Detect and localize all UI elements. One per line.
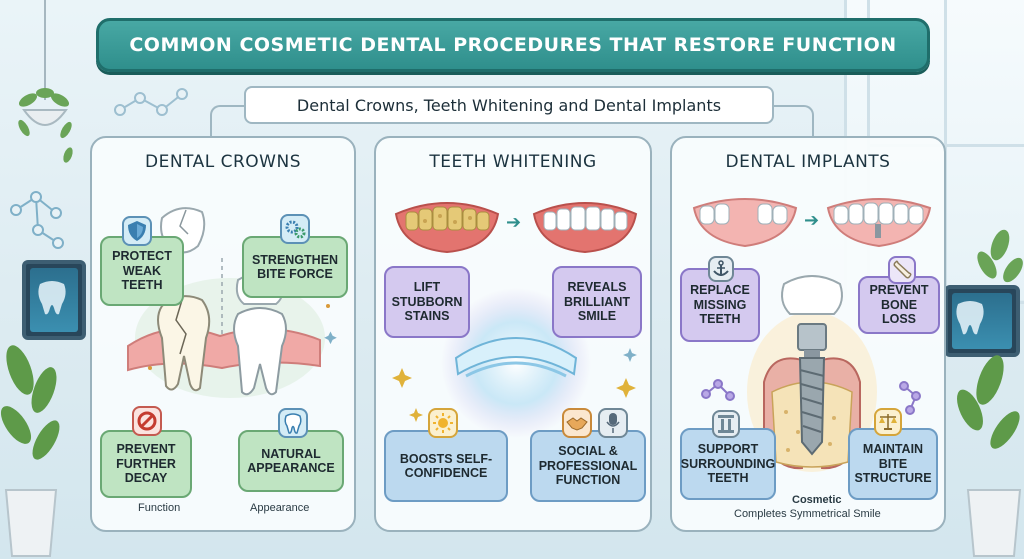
bubble-natural-appearance: NATURAL APPEARANCE <box>238 430 344 492</box>
tooth-icon <box>278 408 308 438</box>
shield-icon <box>122 216 152 246</box>
implant-restored-illustration <box>826 198 932 248</box>
bubble-support-surrounding-teeth: SUPPORT SURROUNDING TEETH <box>680 428 776 500</box>
stained-teeth-illustration <box>394 202 500 254</box>
molecule-decoration-wall <box>10 191 64 249</box>
page-title: COMMON COSMETIC DENTAL PROCEDURES THAT R… <box>129 34 897 56</box>
footer-label-appearance: Appearance <box>250 502 310 514</box>
footer-label-symmetrical-smile: Completes Symmetrical Smile <box>734 508 881 520</box>
background-tooth-right <box>956 301 984 335</box>
title-banner: COMMON COSMETIC DENTAL PROCEDURES THAT R… <box>96 18 930 72</box>
bubble-label: REPLACE MISSING TEETH <box>690 283 750 327</box>
bubble-lift-stubborn-stains: LIFT STUBBORN STAINS <box>384 266 470 338</box>
bubble-label: SUPPORT SURROUNDING TEETH <box>680 442 776 486</box>
footer-label-cosmetic: Cosmetic <box>792 494 842 506</box>
sparkle-icons <box>392 348 637 422</box>
bubble-protect-weak-teeth: PROTECT WEAK TEETH <box>100 236 184 306</box>
arrow-right-icon: ➔ <box>506 212 522 233</box>
scales-icon <box>874 408 902 436</box>
subtitle-box: Dental Crowns, Teeth Whitening and Denta… <box>244 86 774 124</box>
prohibited-icon <box>132 406 162 436</box>
footer-label-function: Function <box>138 502 181 514</box>
bubble-boosts-self-confidence: BOOSTS SELF-CONFIDENCE <box>384 430 508 502</box>
background-monitor-left <box>22 260 86 340</box>
background-tooth-left <box>38 281 66 315</box>
panel-dental-implants: DENTAL IMPLANTS ➔ <box>670 136 946 532</box>
bubble-social-professional-function: SOCIAL & PROFESSIONAL FUNCTION <box>530 430 646 502</box>
panel-title: TEETH WHITENING <box>429 152 597 172</box>
bubble-label: PREVENT BONE LOSS <box>869 283 929 327</box>
molecule-icons <box>701 379 921 415</box>
bone-icon <box>888 256 916 284</box>
background-monitor-right <box>944 285 1020 357</box>
bubble-label: LIFT STUBBORN STAINS <box>391 280 463 324</box>
bubble-label: BOOSTS SELF-CONFIDENCE <box>399 451 493 480</box>
anchor-icon <box>708 256 734 282</box>
crown-teeth-illustration <box>127 207 337 398</box>
bubble-maintain-bite-structure: MAINTAIN BITE STRUCTURE <box>848 428 938 500</box>
hanging-plant <box>18 0 73 163</box>
pillar-icon <box>712 410 740 438</box>
sun-icon <box>428 408 458 438</box>
potted-plant-left <box>0 345 60 557</box>
bubble-label: PROTECT WEAK TEETH <box>112 249 172 293</box>
bubble-label: PREVENT FURTHER DECAY <box>116 442 176 486</box>
panel-teeth-whitening: TEETH WHITENING ➔ <box>374 136 652 532</box>
bubble-label: NATURAL APPEARANCE <box>247 446 335 475</box>
bubble-prevent-bone-loss: PREVENT BONE LOSS <box>858 276 940 334</box>
bubble-label: REVEALS BRILLIANT SMILE <box>564 280 630 324</box>
page-subtitle: Dental Crowns, Teeth Whitening and Denta… <box>296 95 722 115</box>
molecule-decoration-left <box>114 88 188 116</box>
bubble-reveals-brilliant-smile: REVEALS BRILLIANT SMILE <box>552 266 642 338</box>
handshake-icon <box>562 408 592 438</box>
bubble-label: MAINTAIN BITE STRUCTURE <box>854 442 932 486</box>
panel-title: DENTAL CROWNS <box>145 152 301 172</box>
bubble-label: STRENGTHEN BITE FORCE <box>251 252 339 281</box>
missing-tooth-illustration <box>692 198 798 248</box>
microphone-icon <box>598 408 628 438</box>
panel-title: DENTAL IMPLANTS <box>725 152 891 172</box>
wall-plant-right <box>977 229 1023 283</box>
white-teeth-illustration <box>532 202 638 254</box>
arrow-right-icon: ➔ <box>804 210 820 231</box>
panel-dental-crowns: DENTAL CROWNS PROTECT WEAK TEETH STRENGT… <box>90 136 356 532</box>
bubble-label: SOCIAL & PROFESSIONAL FUNCTION <box>538 444 638 488</box>
bubble-prevent-further-decay: PREVENT FURTHER DECAY <box>100 430 192 498</box>
bubble-strengthen-bite-force: STRENGTHEN BITE FORCE <box>242 236 348 298</box>
gears-icon <box>280 214 310 244</box>
potted-plant-right <box>957 355 1022 557</box>
